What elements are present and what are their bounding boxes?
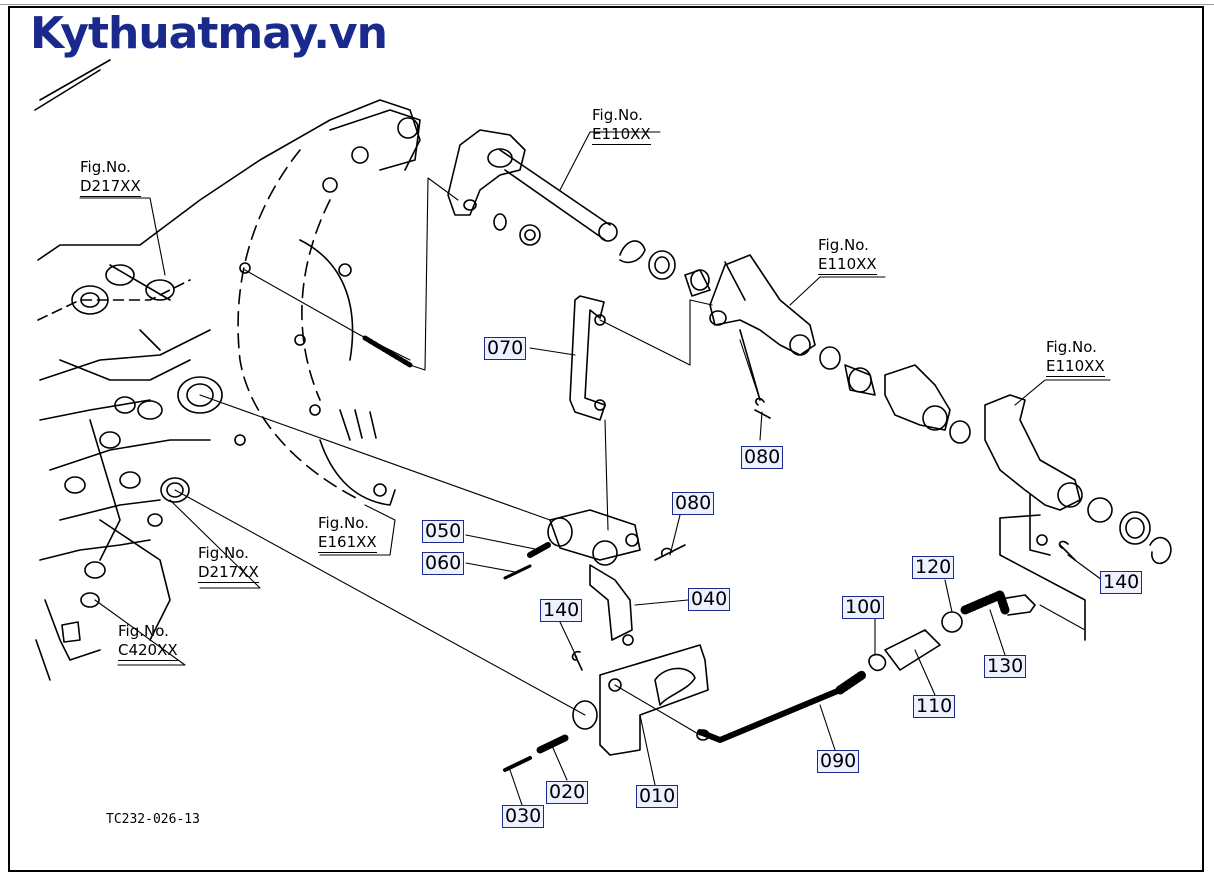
right-arm-assembly (984, 394, 1172, 641)
part-callout-080-upper[interactable]: 080 (741, 446, 784, 469)
part-callout-120[interactable]: 120 (912, 556, 955, 579)
part-callout-030[interactable]: 030 (502, 805, 545, 828)
fig-ref-e110-right: Fig.No. E110XX (1046, 338, 1105, 377)
fig-ref-label: Fig.No. (80, 158, 131, 176)
fig-ref-number: D217XX (198, 563, 259, 583)
fig-ref-label: Fig.No. (1046, 338, 1097, 356)
assembly-lines (174, 177, 1086, 736)
lever-040 (547, 509, 641, 646)
brand-watermark: Kythuatmay.vn (30, 8, 388, 59)
part-callout-040[interactable]: 040 (688, 588, 731, 611)
part-callout-080-lower[interactable]: 080 (672, 492, 715, 515)
part-callout-100[interactable]: 100 (842, 596, 885, 619)
upper-bracket-assembly (447, 129, 711, 297)
part-callout-050[interactable]: 050 (422, 520, 465, 543)
part-callout-010[interactable]: 010 (636, 785, 679, 808)
fig-ref-label: Fig.No. (592, 106, 643, 124)
fig-ref-e110-middle: Fig.No. E110XX (818, 236, 877, 275)
fig-ref-number: E110XX (592, 125, 651, 145)
drawing-code: TC232-026-13 (106, 812, 200, 827)
drawing-frame (8, 6, 1204, 872)
fig-ref-d217-top: Fig.No. D217XX (80, 158, 141, 197)
fig-ref-e110-upper: Fig.No. E110XX (592, 106, 651, 145)
fig-ref-label: Fig.No. (198, 544, 249, 562)
window-top-edge (0, 0, 1214, 5)
fig-ref-label: Fig.No. (818, 236, 869, 254)
fig-ref-number: E110XX (1046, 357, 1105, 377)
fig-ref-number: D217XX (80, 177, 141, 197)
part-callout-020[interactable]: 020 (546, 781, 589, 804)
fig-ref-number: C420XX (118, 641, 178, 661)
leader-lines (79, 131, 1111, 806)
fig-ref-label: Fig.No. (118, 622, 169, 640)
middle-arm-assembly (709, 254, 971, 444)
fig-ref-number: E110XX (818, 255, 877, 275)
part-callout-090[interactable]: 090 (817, 750, 860, 773)
part-callout-070[interactable]: 070 (484, 337, 527, 360)
fig-ref-label: Fig.No. (318, 514, 369, 532)
fig-ref-c420: Fig.No. C420XX (118, 622, 178, 661)
pins (503, 542, 569, 772)
part-callout-140-right[interactable]: 140 (1100, 571, 1143, 594)
part-callout-060[interactable]: 060 (422, 552, 465, 575)
rod-090 (696, 590, 1036, 743)
fig-ref-number: E161XX (318, 533, 377, 553)
part-callout-130[interactable]: 130 (984, 655, 1027, 678)
part-callout-110[interactable]: 110 (913, 695, 956, 718)
rod-070 (569, 295, 606, 421)
fig-ref-e161: Fig.No. E161XX (318, 514, 377, 553)
transmission-housing (34, 59, 421, 681)
part-callout-140-left[interactable]: 140 (540, 599, 583, 622)
fig-ref-d217-bottom: Fig.No. D217XX (198, 544, 259, 583)
